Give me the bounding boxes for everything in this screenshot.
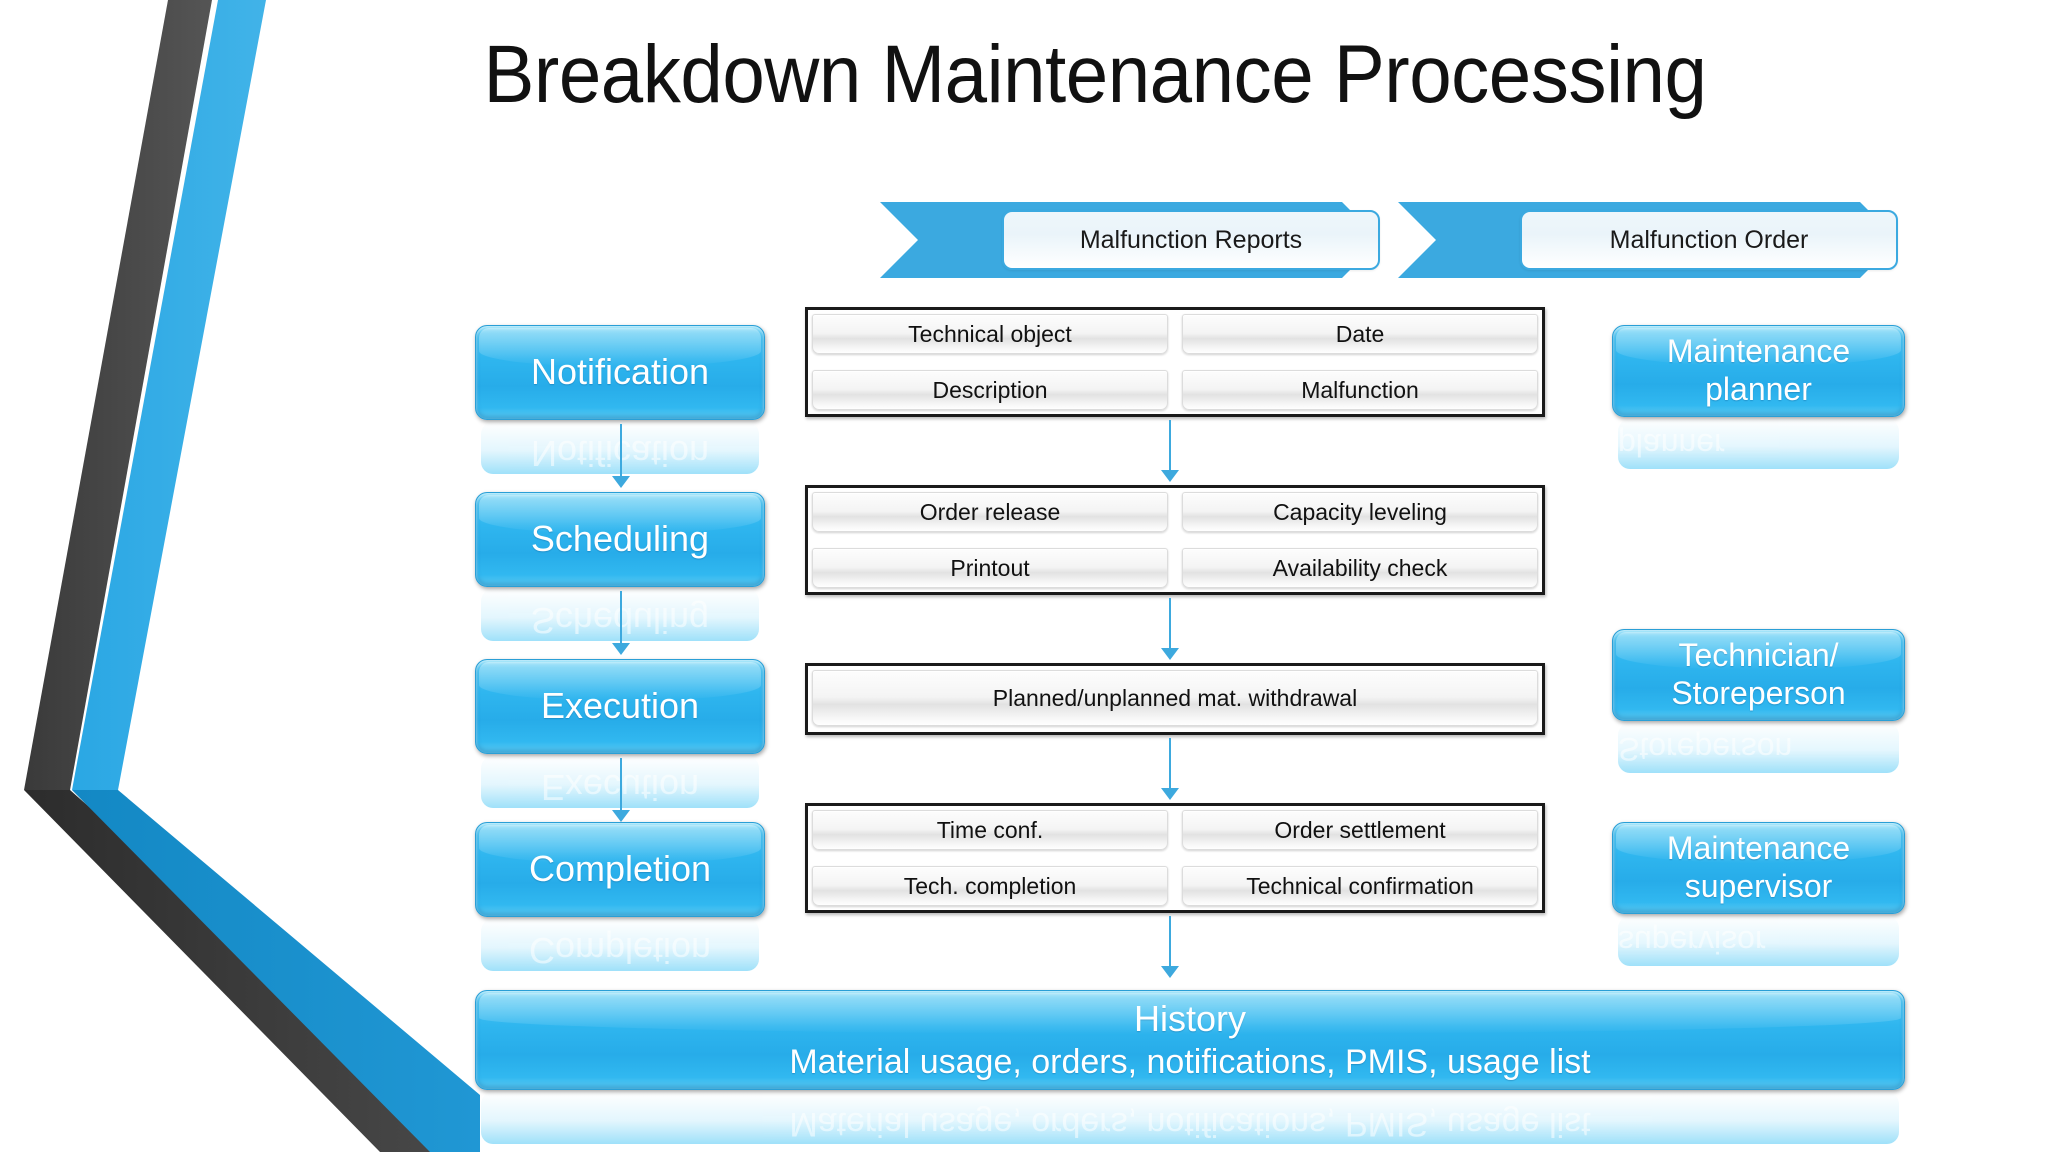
role-label-line1: Technician/: [1678, 637, 1839, 674]
flow-arrow-execution-details-down: [1160, 738, 1180, 800]
role-button-maintenance-planner[interactable]: Maintenance planner: [1612, 325, 1905, 417]
flow-arrow-completion-to-history: [1160, 916, 1180, 978]
phase-button-scheduling[interactable]: Scheduling: [475, 492, 765, 587]
arrow-head: [1161, 470, 1179, 482]
detail-cell[interactable]: Planned/unplanned mat. withdrawal: [812, 670, 1538, 726]
detail-cell[interactable]: Availability check: [1182, 548, 1538, 588]
arrow-head: [1161, 788, 1179, 800]
arrow-shaft: [1169, 916, 1171, 967]
arrow-head: [612, 476, 630, 488]
history-subtitle: Material usage, orders, notifications, P…: [789, 1043, 1591, 1082]
banner-plate: Malfunction Reports: [1002, 210, 1380, 270]
reflection-label: Storeperson: [1618, 730, 1793, 767]
detail-cell[interactable]: Date: [1182, 314, 1538, 354]
arrow-shaft: [620, 424, 622, 477]
history-title: History: [1133, 997, 1246, 1039]
detail-cell[interactable]: Capacity leveling: [1182, 492, 1538, 532]
history-bar-reflection: Material usage, orders, notifications, P…: [481, 1092, 1899, 1144]
banner-malfunction-reports[interactable]: Malfunction Reports: [880, 202, 1380, 278]
history-bar[interactable]: History Material usage, orders, notifica…: [475, 990, 1905, 1090]
arrow-head: [1161, 966, 1179, 978]
phase-button-notification[interactable]: Notification: [475, 325, 765, 420]
flow-arrow-scheduling-details-down: [1160, 598, 1180, 660]
banner-malfunction-order[interactable]: Malfunction Order: [1398, 202, 1898, 278]
detail-group-notification: Technical object Date Description Malfun…: [805, 307, 1545, 417]
phase-label: Notification: [530, 351, 710, 393]
banner-label: Malfunction Reports: [1079, 225, 1303, 254]
arrow-shaft: [1169, 598, 1171, 649]
role-label-line1: Maintenance: [1666, 333, 1851, 370]
role-button-maintenance-supervisor[interactable]: Maintenance supervisor: [1612, 822, 1905, 914]
reflection-label: supervisor: [1618, 923, 1766, 960]
flow-arrow-notification-details-down: [1160, 420, 1180, 482]
role-button-reflection: planner: [1618, 419, 1899, 469]
banner-label: Malfunction Order: [1609, 225, 1809, 254]
role-label-line2: supervisor: [1684, 868, 1833, 904]
role-button-technician-storeperson[interactable]: Technician/ Storeperson: [1612, 629, 1905, 721]
role-button-reflection: supervisor: [1618, 916, 1899, 966]
phase-label: Completion: [528, 848, 712, 890]
detail-cell[interactable]: Order release: [812, 492, 1168, 532]
arrow-head: [612, 810, 630, 822]
arrow-head: [612, 643, 630, 655]
detail-cell[interactable]: Printout: [812, 548, 1168, 588]
arrow-shaft: [1169, 738, 1171, 789]
arrow-shaft: [620, 758, 622, 811]
phase-label: Execution: [540, 685, 700, 727]
detail-cell[interactable]: Time conf.: [812, 810, 1168, 850]
flow-arrow-scheduling-to-execution: [611, 591, 631, 655]
flow-arrow-notification-to-scheduling: [611, 424, 631, 488]
reflection-label: Completion: [528, 930, 712, 971]
role-label-line2: planner: [1705, 371, 1812, 407]
banner-plate: Malfunction Order: [1520, 210, 1898, 270]
flow-arrow-execution-to-completion: [611, 758, 631, 822]
reflection-label: Material usage, orders, notifications, P…: [789, 1105, 1591, 1143]
detail-cell[interactable]: Order settlement: [1182, 810, 1538, 850]
detail-group-execution: Planned/unplanned mat. withdrawal: [805, 663, 1545, 735]
phase-label: Scheduling: [530, 518, 710, 560]
page-title: Breakdown Maintenance Processing: [483, 29, 1707, 120]
detail-cell[interactable]: Technical object: [812, 314, 1168, 354]
reflection-label: planner: [1618, 426, 1725, 463]
phase-button-reflection: Completion: [481, 919, 759, 971]
detail-cell[interactable]: Technical confirmation: [1182, 866, 1538, 906]
phase-button-execution[interactable]: Execution: [475, 659, 765, 754]
phase-button-completion[interactable]: Completion: [475, 822, 765, 917]
role-button-reflection: Storeperson: [1618, 723, 1899, 773]
detail-cell[interactable]: Malfunction: [1182, 370, 1538, 410]
arrow-shaft: [1169, 420, 1171, 471]
left-decoration-chevrons: [24, 0, 480, 1152]
arrow-shaft: [620, 591, 622, 644]
role-label-line2: Storeperson: [1671, 675, 1846, 711]
detail-group-scheduling: Order release Capacity leveling Printout…: [805, 485, 1545, 595]
arrow-head: [1161, 648, 1179, 660]
detail-cell[interactable]: Description: [812, 370, 1168, 410]
role-label-line1: Maintenance: [1666, 830, 1851, 867]
detail-cell[interactable]: Tech. completion: [812, 866, 1168, 906]
detail-group-completion: Time conf. Order settlement Tech. comple…: [805, 803, 1545, 913]
